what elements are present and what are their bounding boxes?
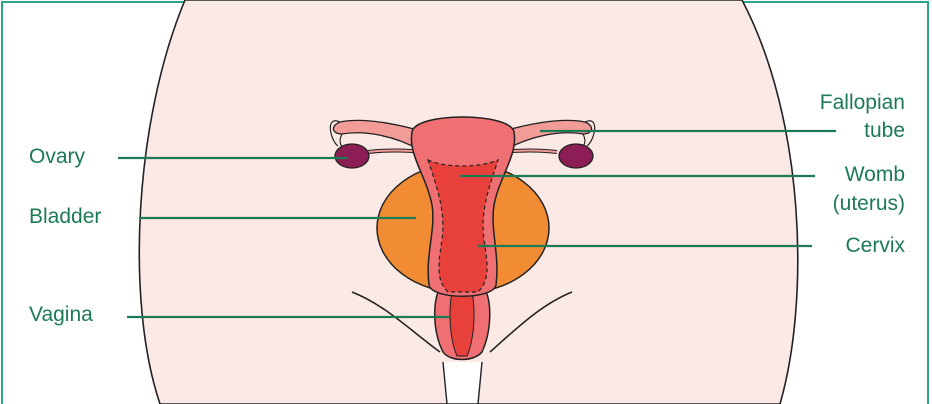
leg-gap [443, 362, 482, 404]
vagina-inner [450, 292, 474, 356]
ovary-label: Ovary [29, 145, 85, 169]
womb-label-line2: (uterus) [833, 192, 905, 216]
vagina-label: Vagina [29, 303, 93, 327]
cervix-label: Cervix [845, 234, 905, 258]
fallopian-tube-label-line1: Fallopian [820, 91, 905, 115]
womb-label-line1: Womb [845, 163, 905, 187]
left-ovary [335, 144, 369, 168]
right-ovary [559, 144, 593, 168]
bladder-label: Bladder [29, 205, 101, 229]
fallopian-tube-label-line2: tube [864, 119, 905, 143]
